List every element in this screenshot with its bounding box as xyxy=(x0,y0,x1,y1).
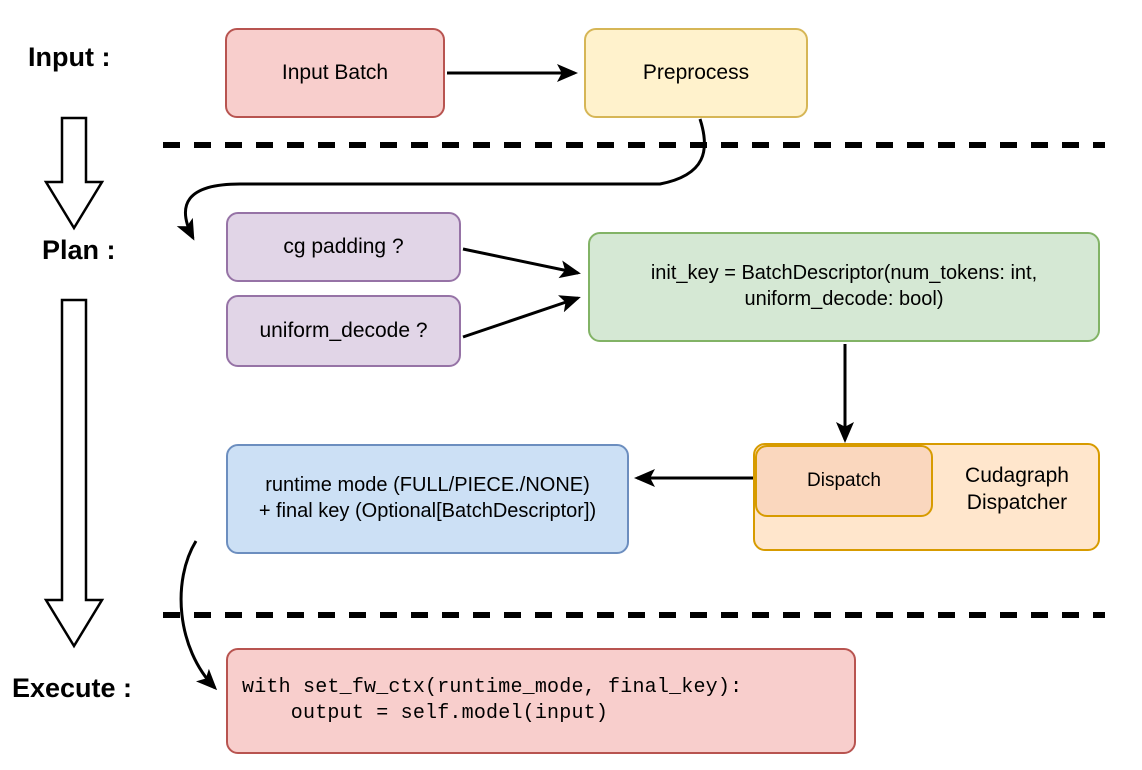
stage-label-input: Input : xyxy=(28,42,111,72)
edge-cg-padding-to-init-key xyxy=(462,247,581,279)
stage-label-execute: Execute : xyxy=(12,673,133,703)
node-uniform-decode[interactable]: uniform_decode ? xyxy=(226,295,461,367)
stage-label-plan: Plan : xyxy=(42,235,116,265)
edge-uniform-decode-to-init-key xyxy=(462,295,581,339)
node-runtime-mode[interactable]: runtime mode (FULL/PIECE./NONE) + final … xyxy=(226,444,629,554)
node-preprocess[interactable]: Preprocess xyxy=(584,28,808,118)
node-dispatch[interactable]: Dispatch xyxy=(755,445,933,517)
stage-arrow-input-to-plan xyxy=(43,116,105,231)
node-input-batch[interactable]: Input Batch xyxy=(225,28,445,118)
node-init-key[interactable]: init_key = BatchDescriptor(num_tokens: i… xyxy=(588,232,1100,342)
edge-runtime-mode-to-execute xyxy=(179,540,218,691)
stage-arrow-plan-to-execute xyxy=(43,298,105,649)
node-execute-code[interactable]: with set_fw_ctx(runtime_mode, final_key)… xyxy=(226,648,856,754)
node-cg-padding[interactable]: cg padding ? xyxy=(226,212,461,282)
node-cudagraph-dispatcher-label: Cudagraph Dispatcher xyxy=(965,464,1069,514)
